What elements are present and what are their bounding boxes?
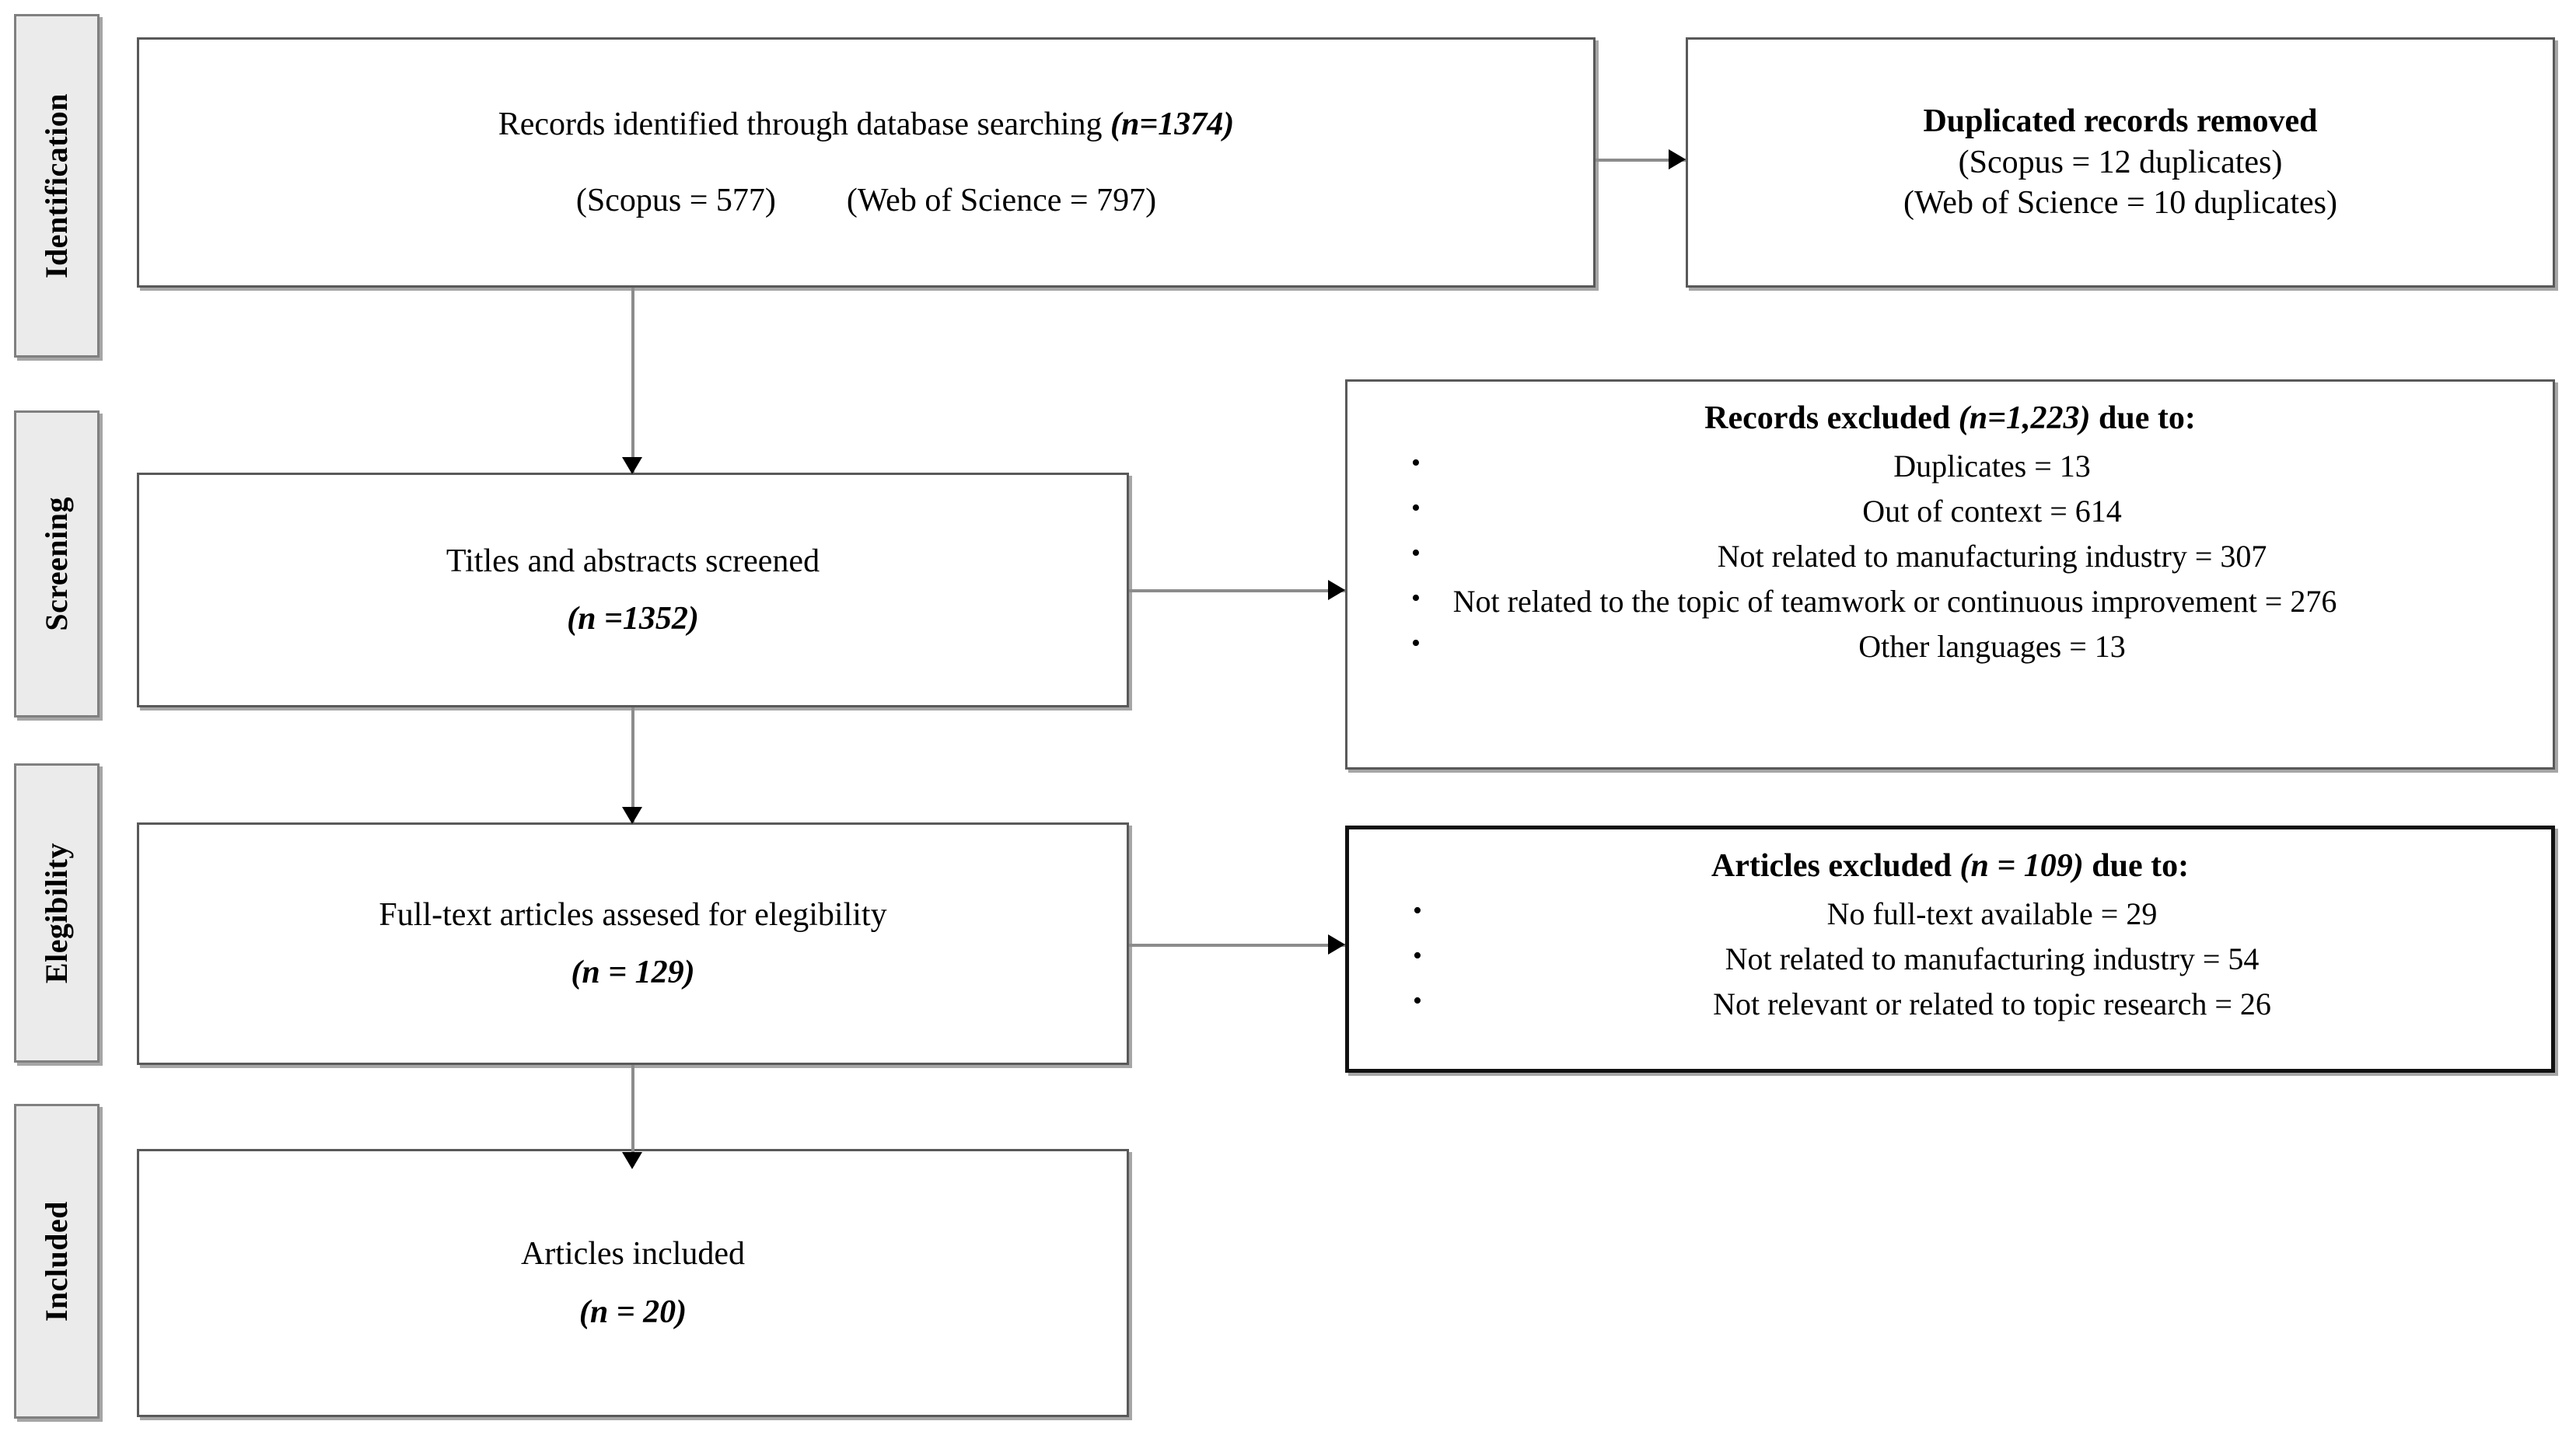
records-identified-count: (n=1374)	[1110, 106, 1235, 142]
list-item: Out of context = 614	[1411, 489, 2532, 532]
connector-fulltext-to-excluded	[1129, 944, 1345, 947]
stage-box-eligibility: Elegibility	[14, 763, 100, 1063]
duplicates-removed-title: Duplicated records removed	[1923, 103, 2318, 140]
articles-included-count: (n = 20)	[578, 1294, 687, 1330]
connector-fulltext-to-included	[631, 1065, 634, 1166]
duplicates-removed-wos: (Web of Science = 10 duplicates)	[1903, 185, 2337, 222]
arrowhead-screened-to-excluded	[1328, 580, 1345, 600]
box-records-excluded: Records excluded (n=1,223) due to: Dupli…	[1345, 379, 2555, 770]
titles-screened-count: (n =1352)	[567, 601, 699, 637]
box-articles-excluded: Articles excluded (n = 109) due to: No f…	[1345, 826, 2555, 1073]
arrowhead-fulltext-to-included	[622, 1152, 642, 1169]
stage-label-included: Included	[39, 1200, 74, 1322]
duplicates-removed-scopus: (Scopus = 12 duplicates)	[1958, 144, 2283, 180]
records-identified-line1: Records identified through database sear…	[498, 106, 1235, 142]
box-articles-included: Articles included (n = 20)	[137, 1149, 1129, 1417]
records-excluded-title: Records excluded (n=1,223) due to:	[1704, 400, 2196, 436]
stage-label-eligibility: Elegibility	[39, 842, 74, 984]
records-excluded-count: (n=1,223)	[1958, 400, 2091, 436]
arrowhead-screened-to-fulltext	[622, 807, 642, 824]
connector-identified-to-duplicates	[1596, 159, 1686, 162]
fulltext-assessed-line1: Full-text articles assesed for elegibili…	[379, 896, 887, 933]
articles-included-line1: Articles included	[520, 1236, 746, 1272]
records-identified-line2: (Scopus = 577) (Web of Science = 797)	[575, 183, 1157, 218]
arrowhead-fulltext-to-excluded	[1328, 934, 1345, 955]
stage-label-identification: Identification	[39, 93, 74, 279]
box-duplicates-removed: Duplicated records removed (Scopus = 12 …	[1686, 37, 2555, 288]
records-excluded-list: Duplicates = 13 Out of context = 614 Not…	[1368, 444, 2532, 671]
arrowhead-identified-to-screened	[622, 457, 642, 474]
stage-box-screening: Screening	[14, 410, 100, 718]
list-item: No full-text available = 29	[1413, 892, 2531, 935]
connector-identified-to-screened	[631, 288, 634, 473]
stage-label-screening: Screening	[39, 497, 74, 631]
connector-screened-to-fulltext	[631, 707, 634, 822]
articles-excluded-list: No full-text available = 29 Not related …	[1369, 892, 2531, 1028]
arrowhead-identified-to-duplicates	[1669, 149, 1686, 169]
list-item: Not related to manufacturing industry = …	[1413, 937, 2531, 980]
fulltext-assessed-count: (n = 129)	[571, 955, 695, 990]
list-item: Other languages = 13	[1411, 624, 2532, 668]
box-fulltext-assessed: Full-text articles assesed for elegibili…	[137, 822, 1129, 1065]
stage-box-identification: Identification	[14, 14, 100, 358]
box-records-identified: Records identified through database sear…	[137, 37, 1596, 288]
list-item: Not relevant or related to topic researc…	[1413, 982, 2531, 1025]
connector-screened-to-excluded	[1129, 589, 1345, 592]
stage-box-included: Included	[14, 1104, 100, 1419]
box-titles-screened: Titles and abstracts screened (n =1352)	[137, 473, 1129, 707]
articles-excluded-count: (n = 109)	[1959, 848, 2084, 884]
titles-screened-line1: Titles and abstracts screened	[446, 543, 820, 579]
list-item: Duplicates = 13	[1411, 444, 2532, 487]
list-item: Not related to manufacturing industry = …	[1411, 534, 2532, 578]
articles-excluded-title: Articles excluded (n = 109) due to:	[1711, 848, 2190, 884]
list-item: Not related to the topic of teamwork or …	[1411, 579, 2338, 623]
